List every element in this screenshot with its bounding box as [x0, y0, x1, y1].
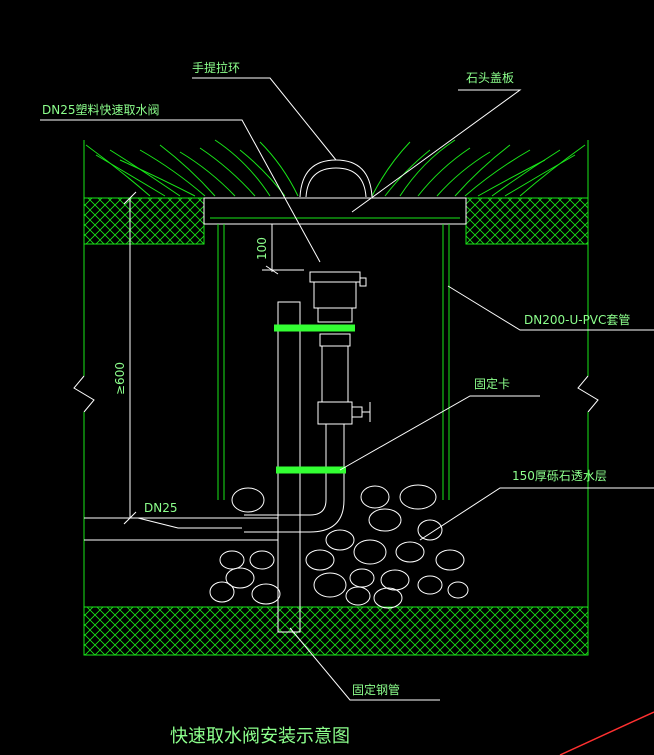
label-gravel: 150厚砾石透水层 [512, 469, 607, 483]
outer-profile [73, 140, 599, 655]
diagram-title: 快速取水阀安装示意图 [170, 726, 350, 747]
dim-600-label: ≥600 [113, 362, 127, 395]
stone-cover [203, 159, 467, 225]
grass [85, 139, 586, 197]
dim-100-label: 100 [255, 237, 269, 260]
label-pull-ring: 手提拉环 [192, 60, 240, 75]
dn25-pipe [84, 517, 278, 541]
sleeve-pipe [217, 224, 450, 500]
topsoil [83, 197, 589, 656]
clamps [274, 324, 355, 474]
gravel-layer [209, 484, 469, 609]
label-clamp: 固定卡 [474, 376, 510, 391]
dimension-600: ≥600 [113, 191, 137, 525]
dimension-100: 100 [255, 224, 304, 275]
label-pipe: DN25 [144, 501, 178, 515]
leader-lines [40, 77, 654, 701]
valve-assembly [244, 271, 371, 533]
label-stone-cover: 石头盖板 [466, 71, 514, 85]
red-accent-line [559, 711, 654, 755]
label-sleeve: DN200-U-PVC套管 [524, 312, 630, 327]
label-steel-pipe: 固定钢管 [352, 682, 400, 697]
label-valve: DN25塑料快速取水阀 [42, 102, 160, 117]
